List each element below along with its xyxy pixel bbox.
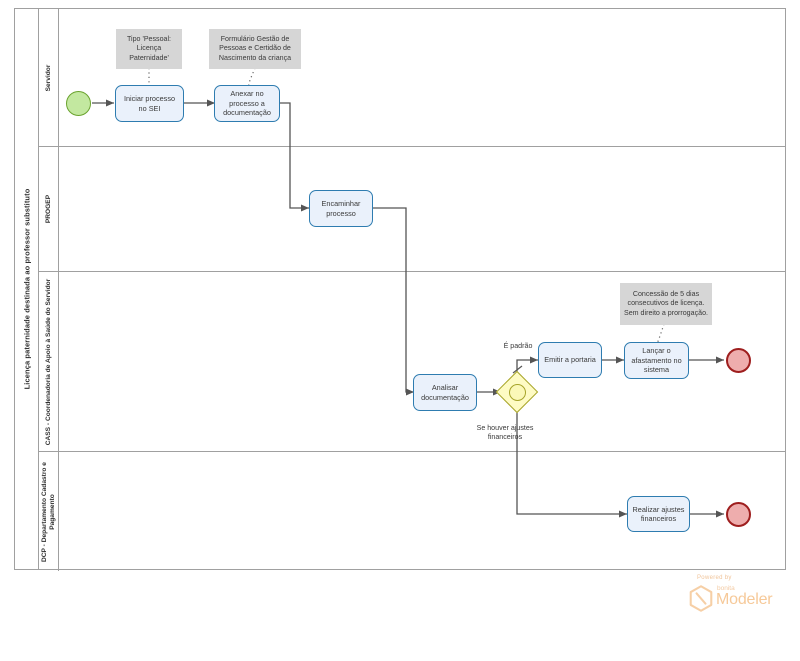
flow-label-e-padrao: É padrão xyxy=(503,342,533,350)
lane-label-progep: PROGEP xyxy=(44,194,52,224)
inclusive-gateway[interactable] xyxy=(495,370,539,414)
text-annotation-concessao: Concessão de 5 dias consecutivos de lice… xyxy=(620,283,712,325)
lane-label-servidor: Servidor xyxy=(44,64,52,91)
pool-title: Licença paternidade destinada ao profess… xyxy=(22,188,31,390)
lane-label-dcp: DCP - Departamento Cadastro e Pagamento xyxy=(40,461,56,562)
task-lancar-afastamento[interactable]: Lançar o afastamento no sistema xyxy=(624,342,689,379)
branding-watermark: Powered by bonita Modeler xyxy=(688,575,780,615)
lane-header-servidor: Servidor xyxy=(39,9,59,146)
task-realizar-ajustes-financeiros[interactable]: Realizar ajustes financeiros xyxy=(627,496,690,532)
gateway-inclusive-marker-icon xyxy=(508,383,526,401)
end-event-dcp[interactable] xyxy=(726,502,751,527)
task-anexar-documentacao[interactable]: Anexar no processo a documentação xyxy=(214,85,280,122)
start-event[interactable] xyxy=(66,91,91,116)
lane-header-progep: PROGEP xyxy=(39,147,59,271)
lane-dcp[interactable]: DCP - Departamento Cadastro e Pagamento xyxy=(39,451,785,571)
lane-label-cass: CASS - Coordenadoria de Apoio à Saúde do… xyxy=(44,278,52,445)
task-analisar-documentacao[interactable]: Analisar documentação xyxy=(413,374,477,411)
branding-powered-by-label: Powered by xyxy=(697,575,732,581)
task-iniciar-processo-no-sei[interactable]: Iniciar processo no SEI xyxy=(115,85,184,122)
task-emitir-a-portaria[interactable]: Emitir a portaria xyxy=(538,342,602,378)
text-annotation-formulario: Formulário Gestão de Pessoas e Certidão … xyxy=(209,29,301,69)
task-encaminhar-processo[interactable]: Encaminhar processo xyxy=(309,190,373,227)
pool-header: Licença paternidade destinada ao profess… xyxy=(15,9,39,569)
lane-header-cass: CASS - Coordenadoria de Apoio à Saúde do… xyxy=(39,272,59,451)
text-annotation-tipo: Tipo 'Pessoal: Licença Paternidade' xyxy=(116,29,182,69)
branding-modeler-label: Modeler xyxy=(716,591,773,608)
lane-header-dcp: DCP - Departamento Cadastro e Pagamento xyxy=(39,452,59,571)
end-event-cass[interactable] xyxy=(726,348,751,373)
branding-bonita-label: bonita xyxy=(717,585,735,592)
lane-servidor[interactable]: Servidor xyxy=(39,9,785,146)
bonita-hexagon-logo-icon xyxy=(689,585,713,612)
lane-progep[interactable]: PROGEP xyxy=(39,146,785,271)
flow-label-ajustes-financeiros: Se houver ajustes financeiros xyxy=(476,424,534,441)
